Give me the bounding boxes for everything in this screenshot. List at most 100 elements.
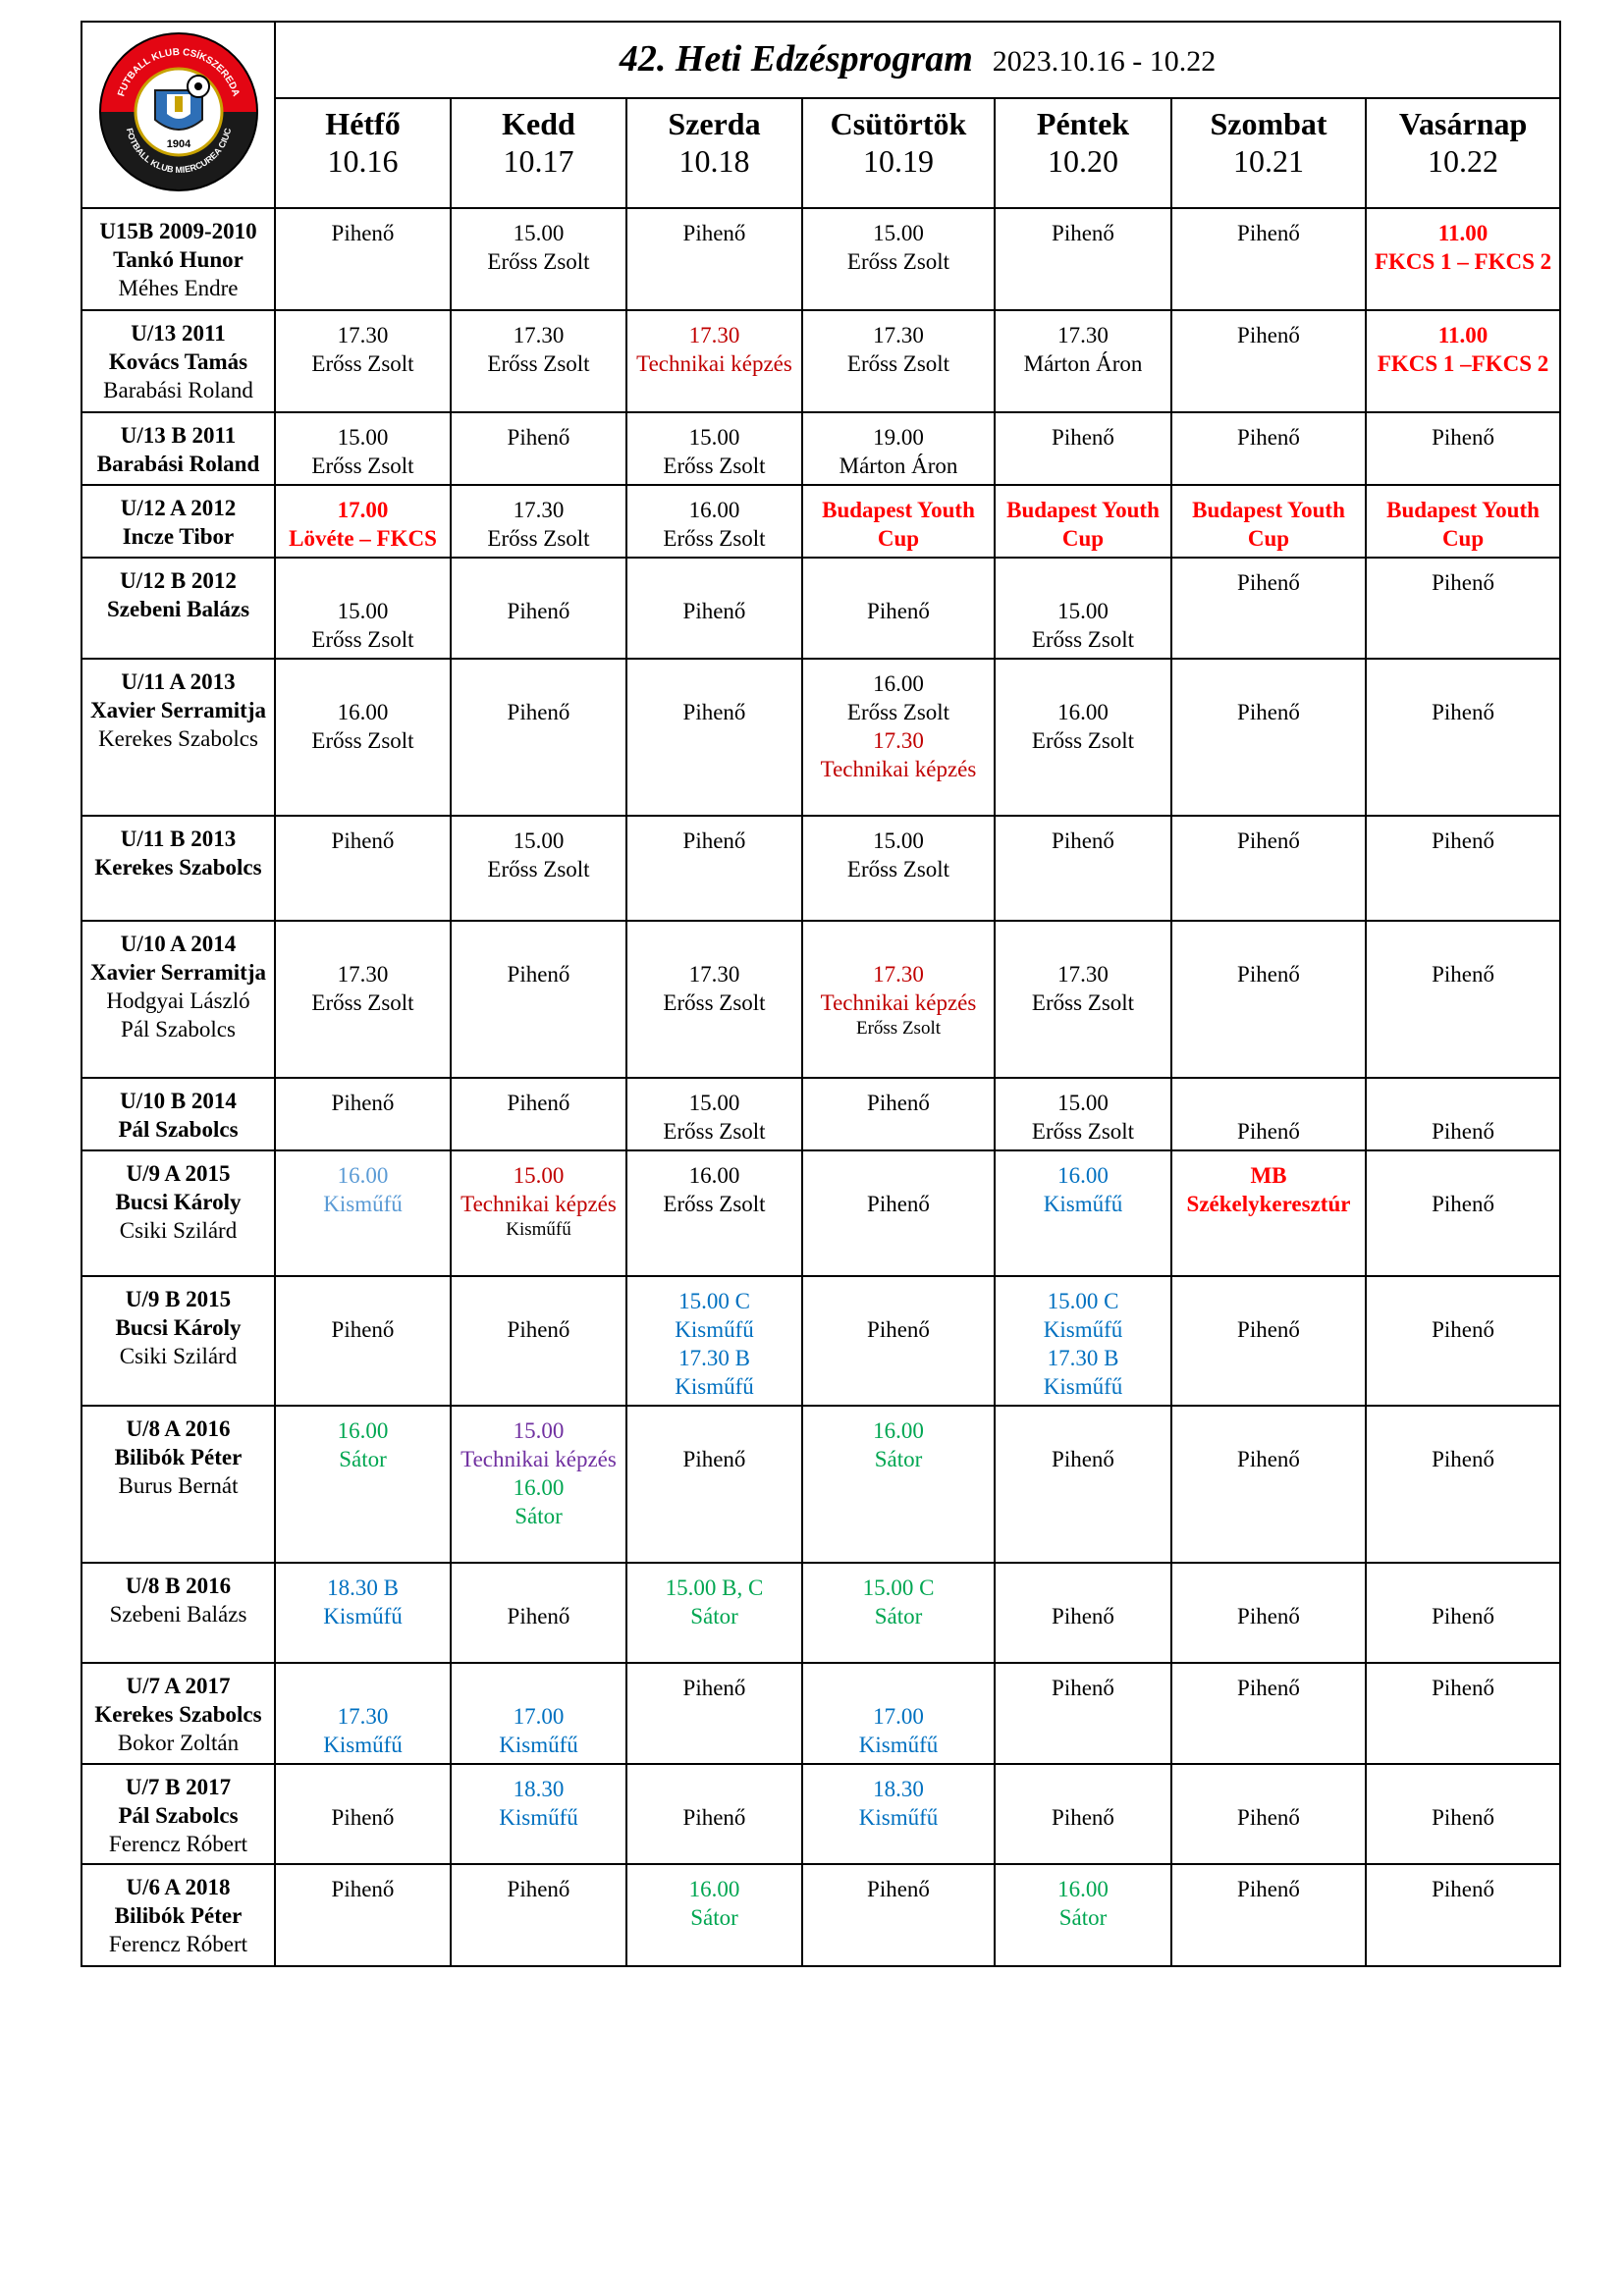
cell-spacer [1174,1775,1363,1803]
cell-line: Kisműfű [506,1219,571,1240]
cell-line: Sátor [1058,1905,1108,1930]
schedule-cell: Pihenő [625,557,803,660]
cell-spacer [1369,1775,1557,1803]
schedule-cell: Pihenő [1364,1863,1562,1967]
cell-line: Budapest Youth Cup [822,498,975,551]
cell-line: 18.30 [513,1777,565,1801]
cell-line: 15.00 [1057,1091,1109,1115]
cell-spacer [629,669,799,698]
cell-spacer [278,568,448,597]
schedule-cell: Budapest Youth Cup [1364,484,1562,559]
cell-line: Pihenő [331,221,395,245]
cell-line: Pihenő [507,599,570,623]
team-line: U/11 B 2013 [120,827,237,851]
team-line: Pál Szabolcs [118,1803,239,1828]
schedule-cell: Pihenő [994,411,1172,486]
schedule-cell: Pihenő [625,658,803,817]
cell-line: Pihenő [682,221,746,245]
cell-line: MB [1250,1163,1287,1188]
cell-spacer [629,1416,799,1445]
cell-line: 15.00 [337,425,389,450]
cell-line: Pihenő [331,1091,395,1115]
cell-line: 15.00 C [678,1289,750,1313]
logo-year: 1904 [166,138,190,150]
cell-line: Pihenő [507,1317,570,1342]
cell-line: Sátor [690,1905,738,1930]
team-line: U/13 2011 [131,321,226,346]
cell-spacer [998,1416,1168,1445]
cell-line: 17.30 [513,498,565,522]
cell-line: Erőss Zsolt [311,351,414,376]
cell-line: 15.00 [513,1418,565,1443]
cell-line: 15.00 [513,221,565,245]
cell-line: Pihenő [1237,1676,1300,1700]
logo-cell: FUTBALL KLUB CSÍKSZEREDA FOTBALL KLUB MI… [81,21,276,209]
cell-line: Kisműfű [499,1805,578,1830]
cell-spacer [278,1287,448,1315]
cell-line: Technikai képzés [460,1447,617,1471]
cell-line: 15.00 [688,1091,740,1115]
cell-line: Pihenő [1052,425,1114,450]
cell-line: 11.00 [1437,221,1489,245]
cell-line: Erőss Zsolt [311,990,414,1015]
cell-spacer [1174,1416,1363,1445]
cell-line: 17.30 [1057,323,1109,347]
day-date: 10.18 [678,143,750,179]
cell-line: 16.00 [688,498,740,522]
cell-spacer [1174,669,1363,698]
cell-line: 17.30 [337,962,389,987]
cell-line: Erőss Zsolt [1031,728,1135,753]
cell-spacer [1174,1287,1363,1315]
cell-line: 17.30 [873,728,924,753]
cell-spacer [454,932,623,960]
cell-line: 15.00 [513,1163,565,1188]
schedule-cell: Budapest Youth Cup [801,484,996,559]
cell-line: Pihenő [331,828,395,853]
day-name: Szerda [668,106,761,141]
team-line: U/12 A 2012 [120,496,237,520]
cell-line: 15.00 [688,425,740,450]
cell-line: 15.00 [1057,599,1109,623]
schedule-cell: Pihenő [274,1077,452,1151]
day-date: 10.16 [327,143,399,179]
cell-spacer [1369,1089,1557,1117]
schedule-cell: Pihenő [450,1562,627,1664]
cell-spacer [998,1574,1168,1602]
day-name: Péntek [1036,106,1130,141]
cell-line: Pihenő [1052,1604,1114,1629]
cell-spacer [629,932,799,960]
schedule-cell: Pihenő [450,1275,627,1407]
cell-line: Pihenő [1432,1676,1494,1700]
schedule-cell: Pihenő [801,1863,996,1967]
cell-line: Erőss Zsolt [846,700,950,724]
schedule-cell: Pihenő [1170,1405,1367,1564]
